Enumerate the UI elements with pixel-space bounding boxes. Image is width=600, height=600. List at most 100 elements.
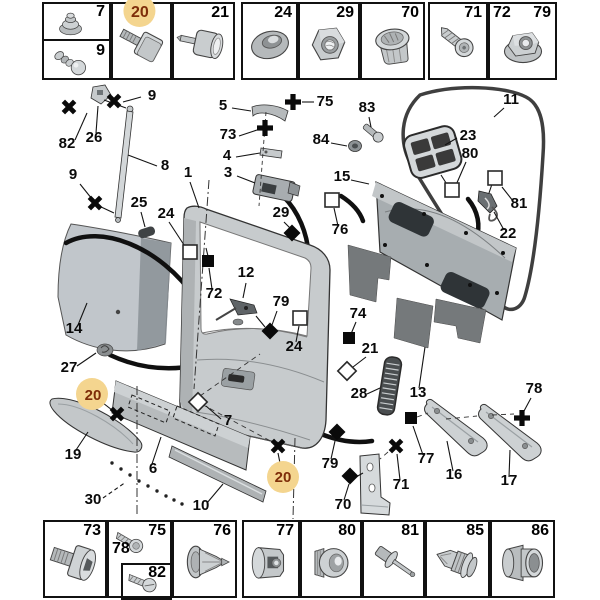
- callout-81: 81: [511, 195, 528, 212]
- pivot-pin-icon: [175, 29, 223, 59]
- hex-nut-icon: [311, 27, 346, 61]
- white-diamond-mark: [337, 361, 357, 381]
- part-box-29[interactable]: 29: [298, 2, 360, 80]
- interior-trim-panel: [372, 181, 517, 321]
- x-fastener-mark: [87, 195, 103, 211]
- callout-6: 6: [149, 460, 157, 477]
- air-extractor-vent: [376, 356, 403, 416]
- vent-grille: [403, 125, 463, 179]
- part-number: 72: [493, 4, 511, 21]
- bushing-grommet-icon: [501, 544, 543, 582]
- torx-screw-icon: [440, 27, 474, 58]
- callout-72: 72: [206, 285, 223, 302]
- part-box-71[interactable]: 71: [428, 2, 488, 80]
- highlight-circle: [122, 0, 155, 27]
- lock-latch: [252, 174, 301, 202]
- callout-74: 74: [350, 305, 367, 322]
- leader-lines: [74, 96, 532, 504]
- part-box-75-78-82[interactable]: 75 78 82: [107, 520, 172, 600]
- part-number: 70: [401, 4, 419, 21]
- callout-19: 19: [65, 446, 82, 463]
- callout-16: 16: [446, 466, 463, 483]
- plus-fastener-mark: [257, 120, 273, 136]
- ball-stud-icon: [54, 51, 86, 76]
- black-square-mark: [202, 255, 214, 267]
- plus-fastener-mark: [514, 410, 530, 426]
- l-bracket: [359, 453, 391, 516]
- lower-moulding: [168, 445, 267, 503]
- part-box-77[interactable]: 77: [242, 520, 300, 598]
- x-fastener-mark: [388, 438, 404, 454]
- white-square-mark: [444, 182, 460, 198]
- highlight-circle[interactable]: [267, 461, 299, 493]
- callout-13: 13: [410, 384, 427, 401]
- part-box-9[interactable]: 9: [44, 42, 109, 80]
- part-box-73[interactable]: 73: [43, 520, 107, 598]
- part-box-21[interactable]: 21: [172, 2, 235, 80]
- callout-3: 3: [224, 164, 232, 181]
- x-fastener-mark: [61, 99, 77, 115]
- pan-head-screw-icon: [115, 531, 144, 554]
- black-square-mark: [343, 332, 355, 344]
- black-diamond-mark: [341, 467, 359, 485]
- callout-9: 9: [148, 87, 156, 104]
- part-number: 78: [112, 540, 130, 557]
- callout-20-highlighted: 20: [85, 387, 102, 404]
- callout-14: 14: [66, 320, 83, 337]
- part-number: 77: [276, 522, 294, 539]
- plus-fastener-mark: [285, 94, 301, 110]
- callout-84: 84: [313, 131, 330, 148]
- part-number: 9: [96, 42, 105, 59]
- push-pin-clip-icon: [186, 545, 230, 579]
- part-number: 29: [336, 4, 354, 21]
- damper-pad: [138, 226, 156, 239]
- part-box-20[interactable]: 20: [111, 0, 172, 80]
- pull-handle-strip-16: [423, 398, 488, 457]
- callout-73: 73: [220, 126, 237, 143]
- part-box-24[interactable]: 24: [241, 2, 298, 80]
- callout-30: 30: [85, 491, 102, 508]
- white-square-mark: [292, 310, 308, 326]
- grommet-plug-icon: [59, 12, 82, 36]
- grommet-84: [348, 140, 362, 152]
- part-number: 75: [148, 522, 166, 539]
- highlight-circle[interactable]: [76, 378, 108, 410]
- part-box-80[interactable]: 80: [300, 520, 362, 598]
- part-number: 79: [533, 4, 551, 21]
- x-fastener-mark: [106, 93, 122, 109]
- part-box-81[interactable]: 81: [362, 520, 425, 598]
- part-number: 85: [466, 522, 484, 539]
- part-box-76[interactable]: 76: [172, 520, 237, 598]
- white-square-mark: [182, 244, 198, 260]
- part-box-82[interactable]: 82: [121, 563, 172, 600]
- callout-20-highlighted: 20: [275, 469, 292, 486]
- part-box-7[interactable]: 7: [44, 3, 109, 41]
- callout-24: 24: [286, 338, 303, 355]
- part-box-70[interactable]: 70: [360, 2, 425, 80]
- license-plate-recess: [221, 368, 256, 391]
- screw-83: [362, 123, 384, 143]
- part-number: 82: [148, 564, 166, 581]
- callout-11: 11: [503, 91, 519, 108]
- callout-79: 79: [322, 455, 339, 472]
- square-head-bolt-icon: [118, 28, 163, 63]
- callout-76: 76: [332, 221, 349, 238]
- part-number: 81: [401, 522, 419, 539]
- callout-77: 77: [418, 450, 435, 467]
- part-box-85[interactable]: 85: [425, 520, 490, 598]
- part-box-86[interactable]: 86: [490, 520, 555, 598]
- callout-8: 8: [161, 157, 169, 174]
- callout-75: 75: [317, 93, 334, 110]
- part-number: 76: [213, 522, 231, 539]
- callout-28: 28: [351, 385, 368, 402]
- callout-5: 5: [219, 97, 227, 114]
- callout-83: 83: [359, 99, 376, 116]
- blind-rivet-icon: [374, 545, 415, 578]
- flange-nut-icon: [503, 32, 542, 64]
- part-box-72-79[interactable]: 72 79: [488, 2, 557, 80]
- clip-row: [110, 461, 184, 506]
- callout-80: 80: [462, 145, 479, 162]
- callout-12: 12: [238, 264, 255, 281]
- callout-22: 22: [500, 225, 517, 242]
